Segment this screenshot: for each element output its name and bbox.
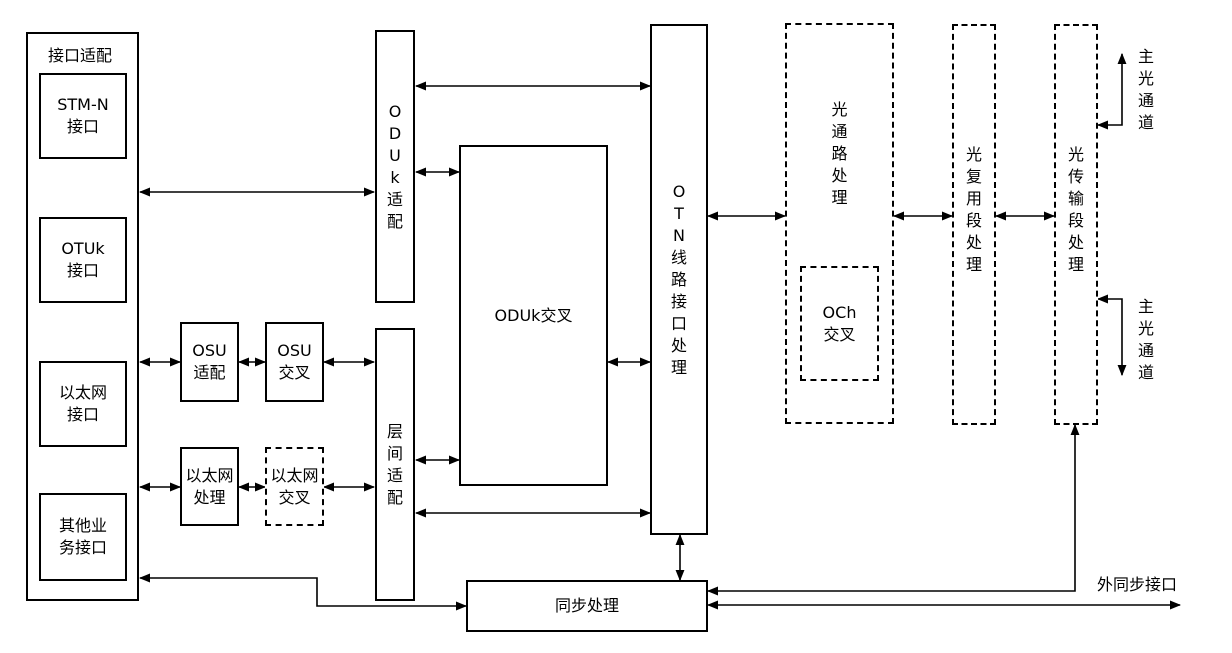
ethernet-cross: 以太网 交叉: [265, 447, 324, 526]
interface-adapt-title: 接口适配: [48, 46, 113, 65]
layer-adapt: 层 间 适 配: [375, 328, 415, 601]
otuk-interface: OTUk 接口: [39, 217, 127, 303]
arrow-sync-iface: [138, 573, 468, 611]
ethernet-interface: 以太网 接口: [39, 361, 127, 447]
otn-line-interface: O T N 线 路 接 口 处 理: [650, 24, 708, 535]
optical-multiplex-section: 光 复 用 段 处 理: [952, 24, 996, 425]
arrow-sync-ots: [706, 423, 1080, 596]
stm-n-interface: STM-N 接口: [39, 73, 127, 159]
main-channel-bottom-label: 主 光 通 道: [1138, 297, 1155, 382]
och-cross: OCh 交叉: [800, 266, 879, 381]
osu-adapt: OSU 适配: [180, 322, 239, 402]
external-sync-interface-label: 外同步接口: [1097, 575, 1178, 594]
arrow-main-channel-bottom: [1096, 294, 1127, 377]
other-service-interface: 其他业 务接口: [39, 493, 127, 581]
main-channel-top-label: 主 光 通 道: [1138, 47, 1155, 132]
oduk-cross: ODUk交叉: [459, 145, 608, 486]
sync-processing: 同步处理: [466, 580, 708, 632]
optical-transmission-section: 光 传 输 段 处 理: [1054, 24, 1098, 425]
arrow-main-channel-top: [1096, 52, 1127, 130]
osu-cross: OSU 交叉: [265, 322, 324, 402]
oduk-adapt: O D U k 适 配: [375, 30, 415, 303]
ethernet-processing: 以太网 处理: [180, 447, 239, 526]
